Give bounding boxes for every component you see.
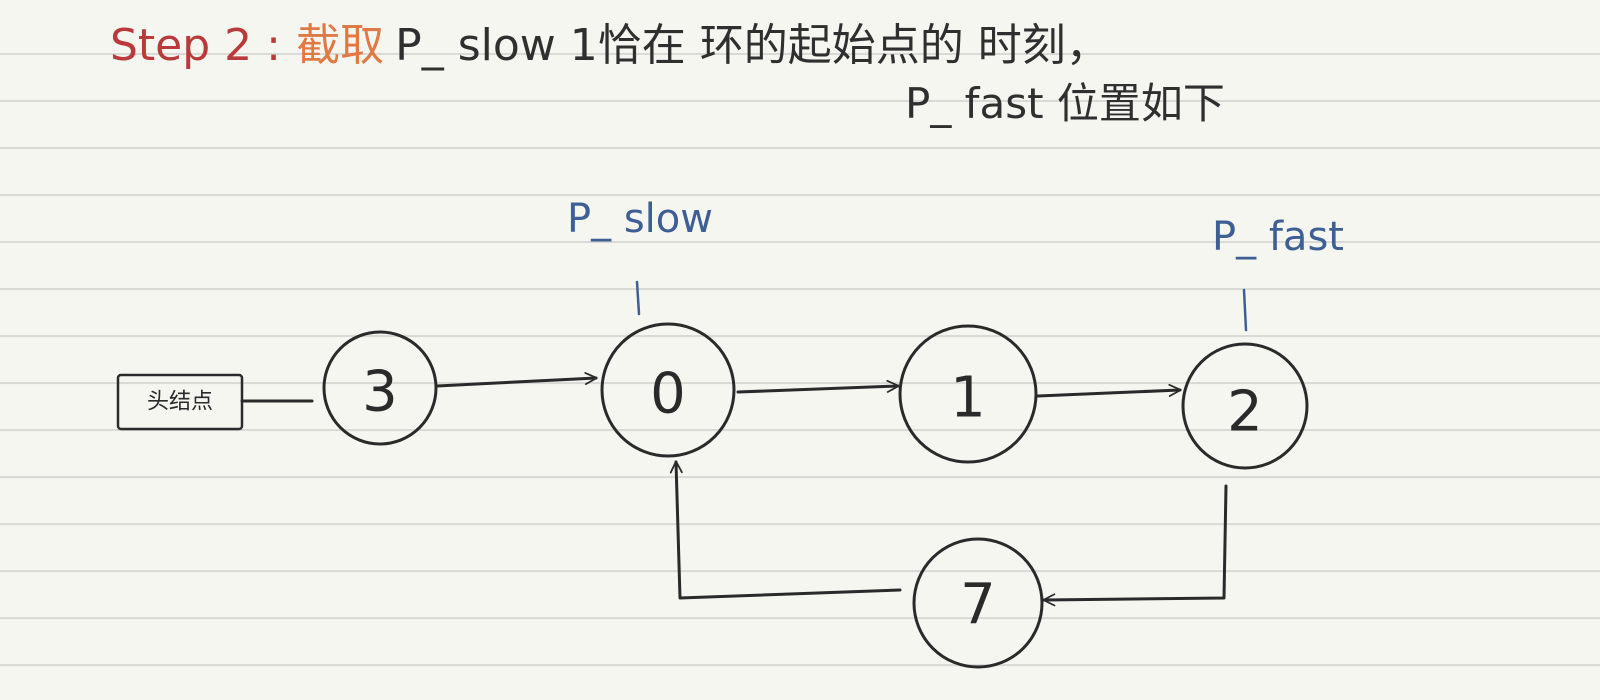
head-node: 头结点 — [116, 373, 244, 431]
pointer-fast-tick — [1242, 288, 1248, 332]
node-1-label: 1 — [950, 366, 986, 431]
edge-n3-to-n0 — [435, 372, 598, 388]
pointer-slow-tick — [635, 280, 641, 316]
node-0: 0 — [600, 322, 736, 458]
subtitle: P_ fast 位置如下 — [905, 79, 1225, 128]
pointer-slow-label: P_ slow — [567, 196, 713, 242]
node-3-circle — [322, 330, 438, 446]
edge-n1-to-n2 — [1036, 383, 1182, 398]
edge-n7-to-n0 — [669, 460, 902, 600]
node-2: 2 — [1181, 342, 1309, 470]
node-3: 3 — [322, 330, 438, 446]
title-highlight: 截取 — [296, 20, 384, 71]
node-2-circle — [1181, 342, 1309, 470]
node-0-label: 0 — [650, 362, 686, 427]
node-0-circle — [600, 322, 736, 458]
title: Step 2 : 截取 P_ slow 1恰在 环的起始点的 时刻， — [110, 20, 1110, 71]
pointer-fast-label: P_ fast — [1212, 214, 1344, 260]
node-3-label: 3 — [362, 360, 398, 425]
edge-n0-to-n1 — [736, 379, 900, 394]
node-7: 7 — [912, 537, 1044, 669]
head-node-label: 头结点 — [147, 390, 213, 415]
edge-n2-to-n7 — [1042, 484, 1228, 607]
title-rest: P_ slow 1恰在 环的起始点的 时刻， — [395, 20, 1110, 71]
node-2-label: 2 — [1227, 380, 1263, 445]
pointer-slow: P_ slow — [567, 196, 713, 316]
title-step: Step 2 : — [110, 20, 281, 71]
node-1: 1 — [898, 324, 1038, 464]
node-7-label: 7 — [960, 573, 996, 638]
node-1-circle — [898, 324, 1038, 464]
node-7-circle — [912, 537, 1044, 669]
pointer-fast: P_ fast — [1212, 214, 1344, 332]
